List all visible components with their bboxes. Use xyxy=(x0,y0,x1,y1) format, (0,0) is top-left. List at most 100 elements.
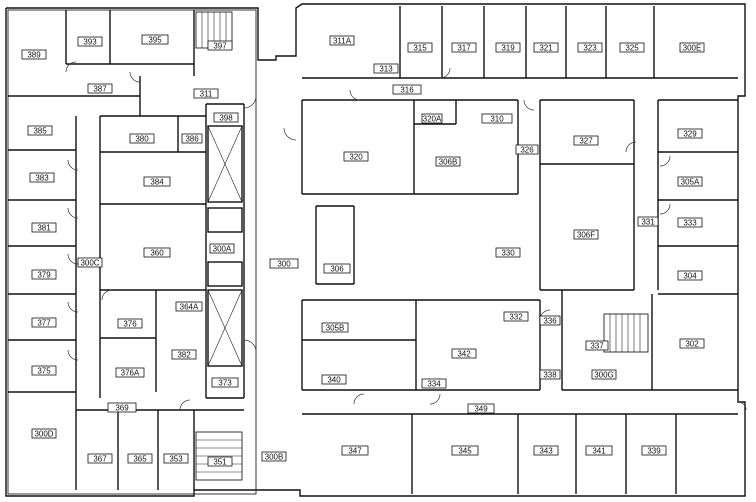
room-label-box xyxy=(143,176,171,187)
room-label-box xyxy=(171,349,197,360)
room-label-box xyxy=(193,88,219,99)
room-number: 320 xyxy=(349,153,363,162)
room-label-box xyxy=(213,112,239,123)
room-number: 336 xyxy=(543,317,557,326)
room-label-box xyxy=(31,317,57,328)
room-label-box xyxy=(577,42,603,53)
room-number: 381 xyxy=(37,224,51,233)
room-number: 316 xyxy=(400,86,414,95)
room-label-box xyxy=(141,34,169,45)
room-number: 389 xyxy=(27,51,41,60)
room-label-box xyxy=(421,378,447,389)
room-label-box xyxy=(503,311,529,322)
room-label-351: 351 xyxy=(207,456,233,467)
room-label-300g: 300G xyxy=(591,369,617,380)
room-label-377: 377 xyxy=(31,317,57,328)
room-number: 369 xyxy=(115,404,129,413)
room-number: 313 xyxy=(379,65,393,74)
room-label-box xyxy=(407,42,433,53)
room-number: 343 xyxy=(539,447,553,456)
room-label-320: 320 xyxy=(343,151,369,162)
room-number: 320A xyxy=(423,115,442,124)
room-label-383: 383 xyxy=(29,172,55,183)
room-number: 306 xyxy=(330,265,344,274)
room-number: 302 xyxy=(685,340,699,349)
outer-walls xyxy=(5,3,746,497)
room-label-302: 302 xyxy=(679,338,705,349)
room-label-box xyxy=(175,301,203,312)
room-label-393: 393 xyxy=(77,36,103,47)
room-label-box xyxy=(207,456,233,467)
room-number: 327 xyxy=(579,137,593,146)
room-label-353: 353 xyxy=(163,453,189,464)
room-label-box xyxy=(677,128,703,139)
room-label-332: 332 xyxy=(503,311,529,322)
room-label-box xyxy=(29,172,55,183)
room-label-310: 310 xyxy=(481,113,513,124)
room-number: 380 xyxy=(135,135,149,144)
room-label-300d: 300D xyxy=(31,428,57,439)
room-label-347: 347 xyxy=(341,445,369,456)
room-number: 300D xyxy=(34,430,53,439)
room-label-box xyxy=(451,348,477,359)
room-label-379: 379 xyxy=(31,269,57,280)
room-label-323: 323 xyxy=(577,42,603,53)
room-label-box xyxy=(269,258,299,269)
room-number: 337 xyxy=(590,342,604,351)
stairs xyxy=(195,11,649,481)
room-label-306f: 306F xyxy=(573,229,599,240)
room-number: 377 xyxy=(37,319,51,328)
left-wing-walls xyxy=(8,10,245,490)
room-number: 300G xyxy=(594,371,614,380)
room-number: 300A xyxy=(213,245,232,254)
room-label-313: 313 xyxy=(373,63,399,74)
room-label-349: 349 xyxy=(467,403,495,414)
room-label-306: 306 xyxy=(323,263,351,274)
room-label-box xyxy=(677,217,703,228)
room-label-box xyxy=(392,84,422,95)
room-number: 317 xyxy=(457,44,471,53)
room-number: 373 xyxy=(218,379,232,388)
room-number: 300B xyxy=(265,453,284,462)
room-number: 315 xyxy=(413,44,427,53)
room-label-382: 382 xyxy=(171,349,197,360)
room-label-box xyxy=(495,42,521,53)
room-label-343: 343 xyxy=(533,445,559,456)
room-label-box xyxy=(77,36,103,47)
room-label-box xyxy=(143,247,171,258)
room-number: 353 xyxy=(169,455,183,464)
room-label-340: 340 xyxy=(321,374,347,385)
room-label-box xyxy=(515,144,539,155)
room-number: 398 xyxy=(219,114,233,123)
room-number: 325 xyxy=(625,44,639,53)
room-label-337: 337 xyxy=(585,340,609,351)
room-label-box xyxy=(27,125,53,136)
room-label-305a: 305A xyxy=(677,176,703,187)
room-label-box xyxy=(435,156,461,167)
room-number: 300E xyxy=(683,44,702,53)
room-number: 305A xyxy=(681,178,700,187)
room-label-300c: 300C xyxy=(77,257,103,268)
room-label-339: 339 xyxy=(641,445,667,456)
room-label-box xyxy=(261,451,287,462)
room-label-box xyxy=(451,42,477,53)
room-label-304: 304 xyxy=(677,270,703,281)
room-label-330: 330 xyxy=(495,247,521,258)
room-label-375: 375 xyxy=(31,365,57,376)
room-label-box xyxy=(321,374,347,385)
room-label-box xyxy=(107,402,137,413)
room-label-386: 386 xyxy=(181,133,203,144)
room-number: 386 xyxy=(185,135,199,144)
room-number: 311 xyxy=(200,90,213,99)
room-label-334: 334 xyxy=(421,378,447,389)
room-label-box xyxy=(343,151,369,162)
room-label-box xyxy=(329,35,355,46)
room-number: 349 xyxy=(474,405,488,414)
room-label-box xyxy=(677,176,703,187)
room-number: 305B xyxy=(326,324,345,333)
room-label-300: 300 xyxy=(269,258,299,269)
room-number: 338 xyxy=(543,371,557,380)
room-label-box xyxy=(481,113,513,124)
